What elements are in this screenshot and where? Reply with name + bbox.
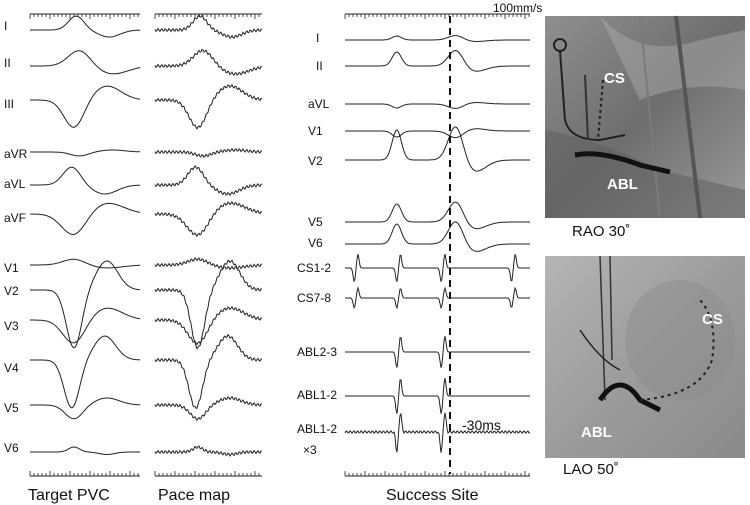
fluoro-rao-caption: RAO 30˚ (572, 223, 630, 240)
ecg-trace (30, 85, 141, 128)
fluoro-rao-label-abl: ABL (607, 176, 638, 193)
ecg-trace (345, 35, 530, 42)
fluoro-lao-label-abl: ABL (581, 424, 612, 441)
lead-labels-success: IIIaVLV1V2V5V6CS1-2CS7-8ABL2-3ABL1-2ABL1… (297, 31, 337, 436)
panel-pace-map (154, 13, 263, 477)
traces-success (344, 35, 531, 453)
ecg-trace (154, 305, 263, 346)
fluoro-lao-caption: LAO 50˚ (563, 461, 619, 478)
ecg-trace (345, 128, 530, 139)
lead-label: V5 (4, 401, 19, 415)
caption-target-pvc: Target PVC (28, 487, 110, 504)
fluoro-rao-image: CS ABL (545, 15, 745, 219)
fluoro-rao-label-cs: CS (604, 70, 625, 87)
lead-label: V4 (4, 361, 19, 375)
lead-label: V6 (308, 236, 323, 250)
ecg-trace (30, 202, 141, 236)
ecg-trace (154, 14, 263, 40)
lead-label: I (316, 31, 319, 45)
lead-label: II (316, 59, 323, 73)
ecg-trace (154, 257, 262, 271)
lead-label: ABL1-2 (297, 388, 337, 402)
lead-label: V6 (4, 441, 19, 455)
ecg-trace (154, 48, 263, 77)
ecg-trace (30, 166, 140, 195)
lead-gain-label: ×3 (303, 443, 317, 457)
ecg-trace (154, 147, 263, 159)
ecg-trace (154, 259, 263, 350)
ecg-trace (30, 15, 141, 38)
time-ruler-ticks (29, 14, 530, 476)
lead-label: V2 (308, 154, 323, 168)
ecg-trace (30, 149, 140, 157)
lead-label: V1 (308, 124, 323, 138)
lead-label: V2 (4, 284, 19, 298)
lead-label: III (4, 97, 14, 111)
panel-success-site (344, 13, 531, 477)
ecg-trace (30, 258, 140, 269)
lead-label: I (4, 19, 7, 33)
annotation-activation-time: -30ms (462, 417, 501, 433)
ecg-trace (344, 412, 531, 453)
ecg-trace (345, 336, 530, 368)
traces-target (30, 15, 141, 455)
fluoro-lao-label-cs: CS (702, 311, 723, 328)
ecg-trace (345, 201, 530, 230)
ecg-trace (30, 260, 141, 349)
ecg-trace (154, 200, 263, 238)
lead-label: V3 (4, 319, 19, 333)
ecg-trace (30, 397, 140, 420)
ecg-trace (30, 446, 140, 455)
ecg-trace (154, 164, 262, 197)
ecg-trace (345, 253, 530, 282)
caption-pace-map: Pace map (158, 487, 230, 504)
lead-label: V5 (308, 215, 323, 229)
lead-label: II (4, 56, 11, 70)
lead-label: CS7-8 (297, 291, 331, 305)
ecg-trace (154, 395, 263, 422)
lead-label: aVL (4, 177, 26, 191)
lead-label: CS1-2 (297, 261, 331, 275)
ecg-trace (345, 378, 530, 414)
ecg-trace (345, 102, 530, 109)
paper-speed: 100mm/s (493, 1, 542, 15)
traces-pacemap (154, 14, 263, 457)
ecg-trace (345, 49, 530, 72)
ecg-trace (30, 307, 141, 344)
panel-target-pvc (30, 13, 141, 477)
lead-label: aVR (4, 147, 28, 161)
ecg-trace (345, 286, 530, 310)
ecg-trace (30, 335, 141, 409)
lead-label: ABL1-2 (297, 422, 337, 436)
caption-success-site: Success Site (386, 487, 479, 504)
lead-label: ABL2-3 (297, 345, 337, 359)
ecg-trace (345, 221, 530, 252)
lead-label: V1 (4, 261, 19, 275)
fluoro-lao-image: CS ABL (545, 255, 745, 458)
ecg-trace (154, 445, 262, 457)
ecg-trace (345, 126, 530, 172)
ecg-trace (30, 50, 141, 75)
lead-label: aVL (308, 97, 330, 111)
ecg-trace (154, 333, 262, 409)
ecg-trace (154, 83, 263, 130)
lead-label: aVF (4, 211, 26, 225)
